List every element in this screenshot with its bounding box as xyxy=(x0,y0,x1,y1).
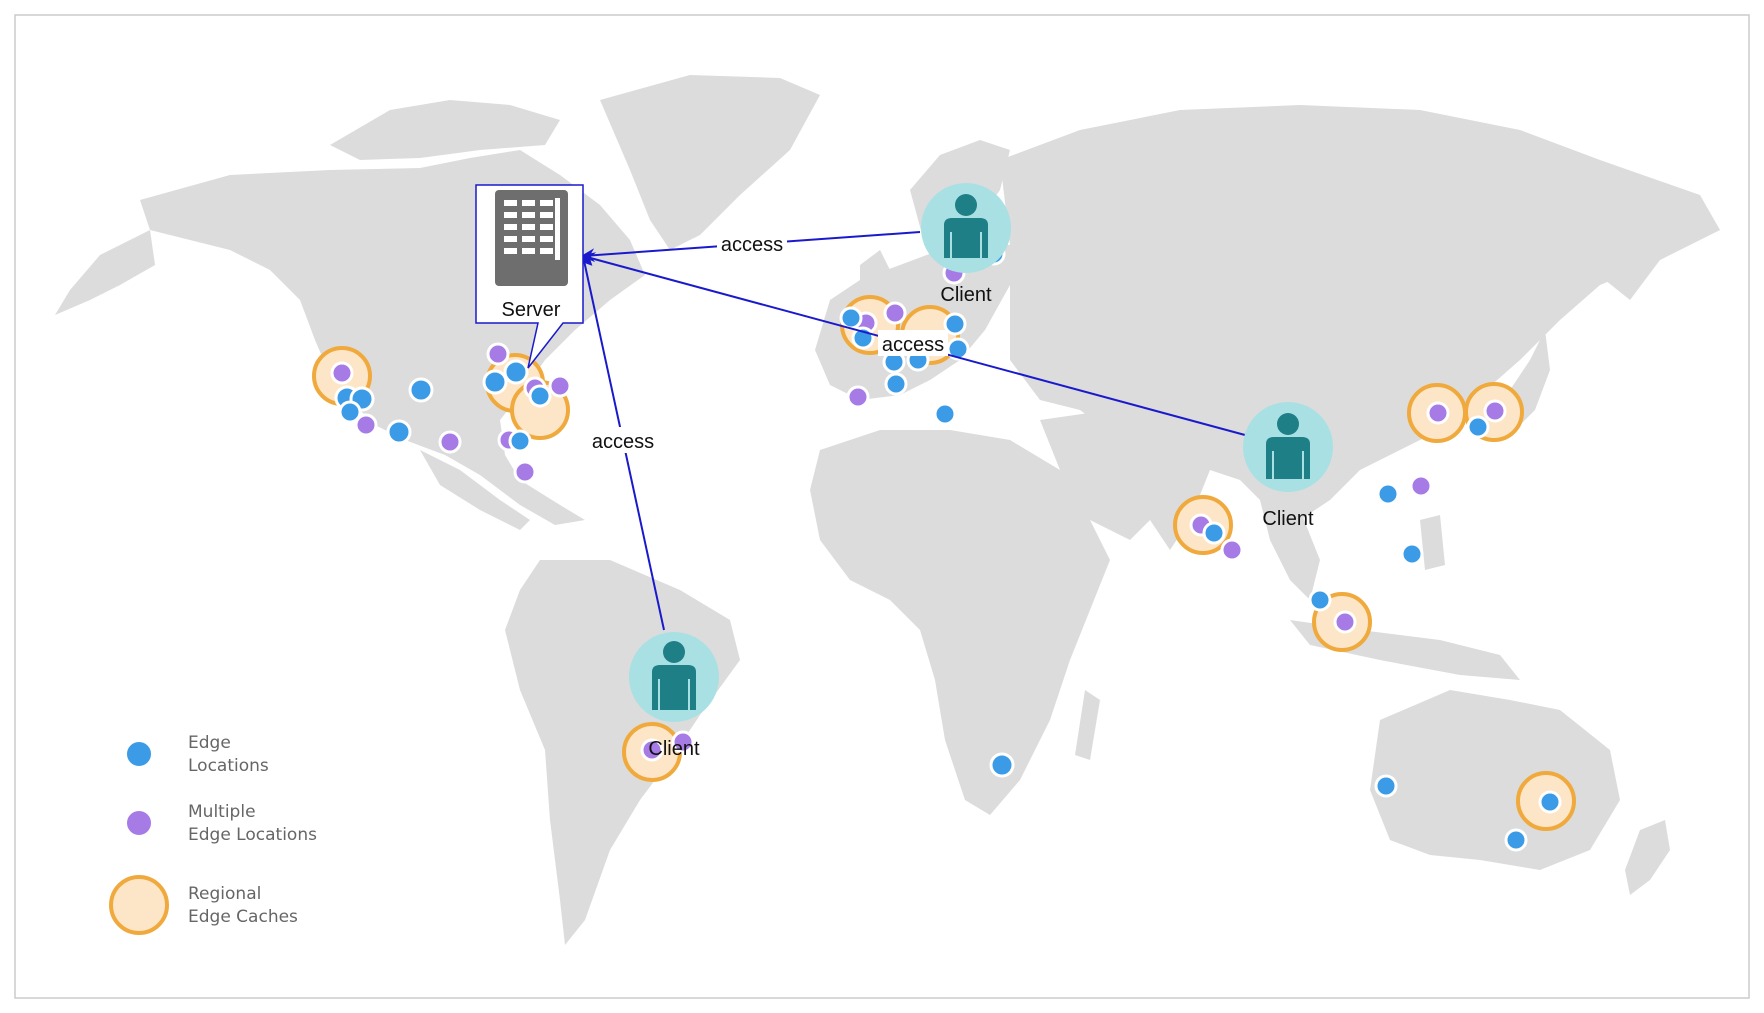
greenland-landmass xyxy=(600,75,820,250)
edge-marker xyxy=(1400,542,1424,566)
legend-edge-swatch xyxy=(125,740,153,768)
multi-edge-marker xyxy=(1333,610,1357,634)
edge-labels: access access access xyxy=(588,230,948,453)
arctic-islands xyxy=(330,100,560,160)
multi-edge-marker xyxy=(486,342,510,366)
client-node-south-america[interactable]: Client xyxy=(629,632,719,760)
client-label-south-america: Client xyxy=(648,738,700,760)
client-node-asia[interactable]: Client xyxy=(1243,402,1333,530)
multi-edge-marker xyxy=(1220,538,1244,562)
edge-label-bg xyxy=(717,230,787,256)
multi-edge-marker xyxy=(846,385,870,409)
legend-cache-swatch xyxy=(109,875,169,935)
edge-marker xyxy=(839,306,863,330)
multi-edge-marker xyxy=(1426,401,1450,425)
user-icon xyxy=(944,194,988,258)
server-node[interactable]: Server xyxy=(475,184,584,369)
edge-marker xyxy=(1538,790,1562,814)
edge-marker xyxy=(1376,482,1400,506)
edge-marker xyxy=(943,312,967,336)
alaska-landmass xyxy=(55,230,155,315)
legend-cache-line1: Regional xyxy=(188,884,261,904)
multi-edge-marker xyxy=(354,413,378,437)
multi-edge-marker xyxy=(513,460,537,484)
edge-label-bg xyxy=(878,330,948,356)
legend-edge-line2: Locations xyxy=(188,756,269,776)
client-label-europe: Client xyxy=(940,284,992,306)
user-icon xyxy=(652,641,696,710)
edge-marker xyxy=(528,384,552,408)
server-building-icon xyxy=(495,190,568,286)
edge-marker xyxy=(508,429,532,453)
edge-locations xyxy=(334,242,1562,852)
client-label-asia: Client xyxy=(1262,508,1314,530)
legend-multi-line2: Edge Locations xyxy=(188,825,317,845)
edge-marker xyxy=(1202,521,1226,545)
edge-marker xyxy=(408,377,434,403)
edge-label-europe: access xyxy=(721,234,783,256)
edge-marker xyxy=(482,369,508,395)
multi-edge-marker xyxy=(1409,474,1433,498)
multi-edge-marker xyxy=(330,361,354,385)
legend-multi-line1: Multiple xyxy=(188,802,256,822)
central-america-landmass xyxy=(420,450,530,530)
legend-cache-line2: Edge Caches xyxy=(188,907,298,927)
southeast-asia-landmass xyxy=(1260,500,1320,600)
kamchatka-landmass xyxy=(1600,220,1660,300)
edge-marker xyxy=(884,372,908,396)
legend-multi-swatch xyxy=(125,809,153,837)
edge-marker xyxy=(1466,415,1490,439)
server-label: Server xyxy=(502,299,561,321)
edge-marker xyxy=(503,359,529,385)
africa-landmass xyxy=(810,430,1110,815)
multi-edge-marker xyxy=(438,430,462,454)
madagascar-landmass xyxy=(1075,690,1100,760)
asia-landmass xyxy=(1000,105,1720,550)
edge-label-south-america: access xyxy=(592,431,654,453)
edge-marker xyxy=(1504,828,1528,852)
edge-marker xyxy=(933,402,957,426)
edge-marker xyxy=(1374,774,1398,798)
edge-marker xyxy=(386,419,412,445)
legend-edge-line1: Edge xyxy=(188,733,231,753)
edge-marker xyxy=(1308,588,1332,612)
philippines-landmass xyxy=(1420,515,1445,570)
edge-label-bg xyxy=(588,427,658,453)
edge-marker xyxy=(989,752,1015,778)
edge-marker xyxy=(338,400,362,424)
new-zealand-landmass xyxy=(1625,820,1670,895)
multi-edge-marker xyxy=(1483,399,1507,423)
multi-edge-marker xyxy=(671,730,695,754)
client-node-europe[interactable]: Client xyxy=(921,183,1011,306)
multi-edge-marker xyxy=(548,374,572,398)
edge-label-asia: access xyxy=(882,334,944,356)
uk-landmass xyxy=(860,250,890,300)
multi-edge-marker xyxy=(640,738,664,762)
map-legend: Edge Locations Multiple Edge Locations R… xyxy=(109,733,317,935)
user-icon xyxy=(1266,413,1310,479)
multi-edge-marker xyxy=(883,301,907,325)
